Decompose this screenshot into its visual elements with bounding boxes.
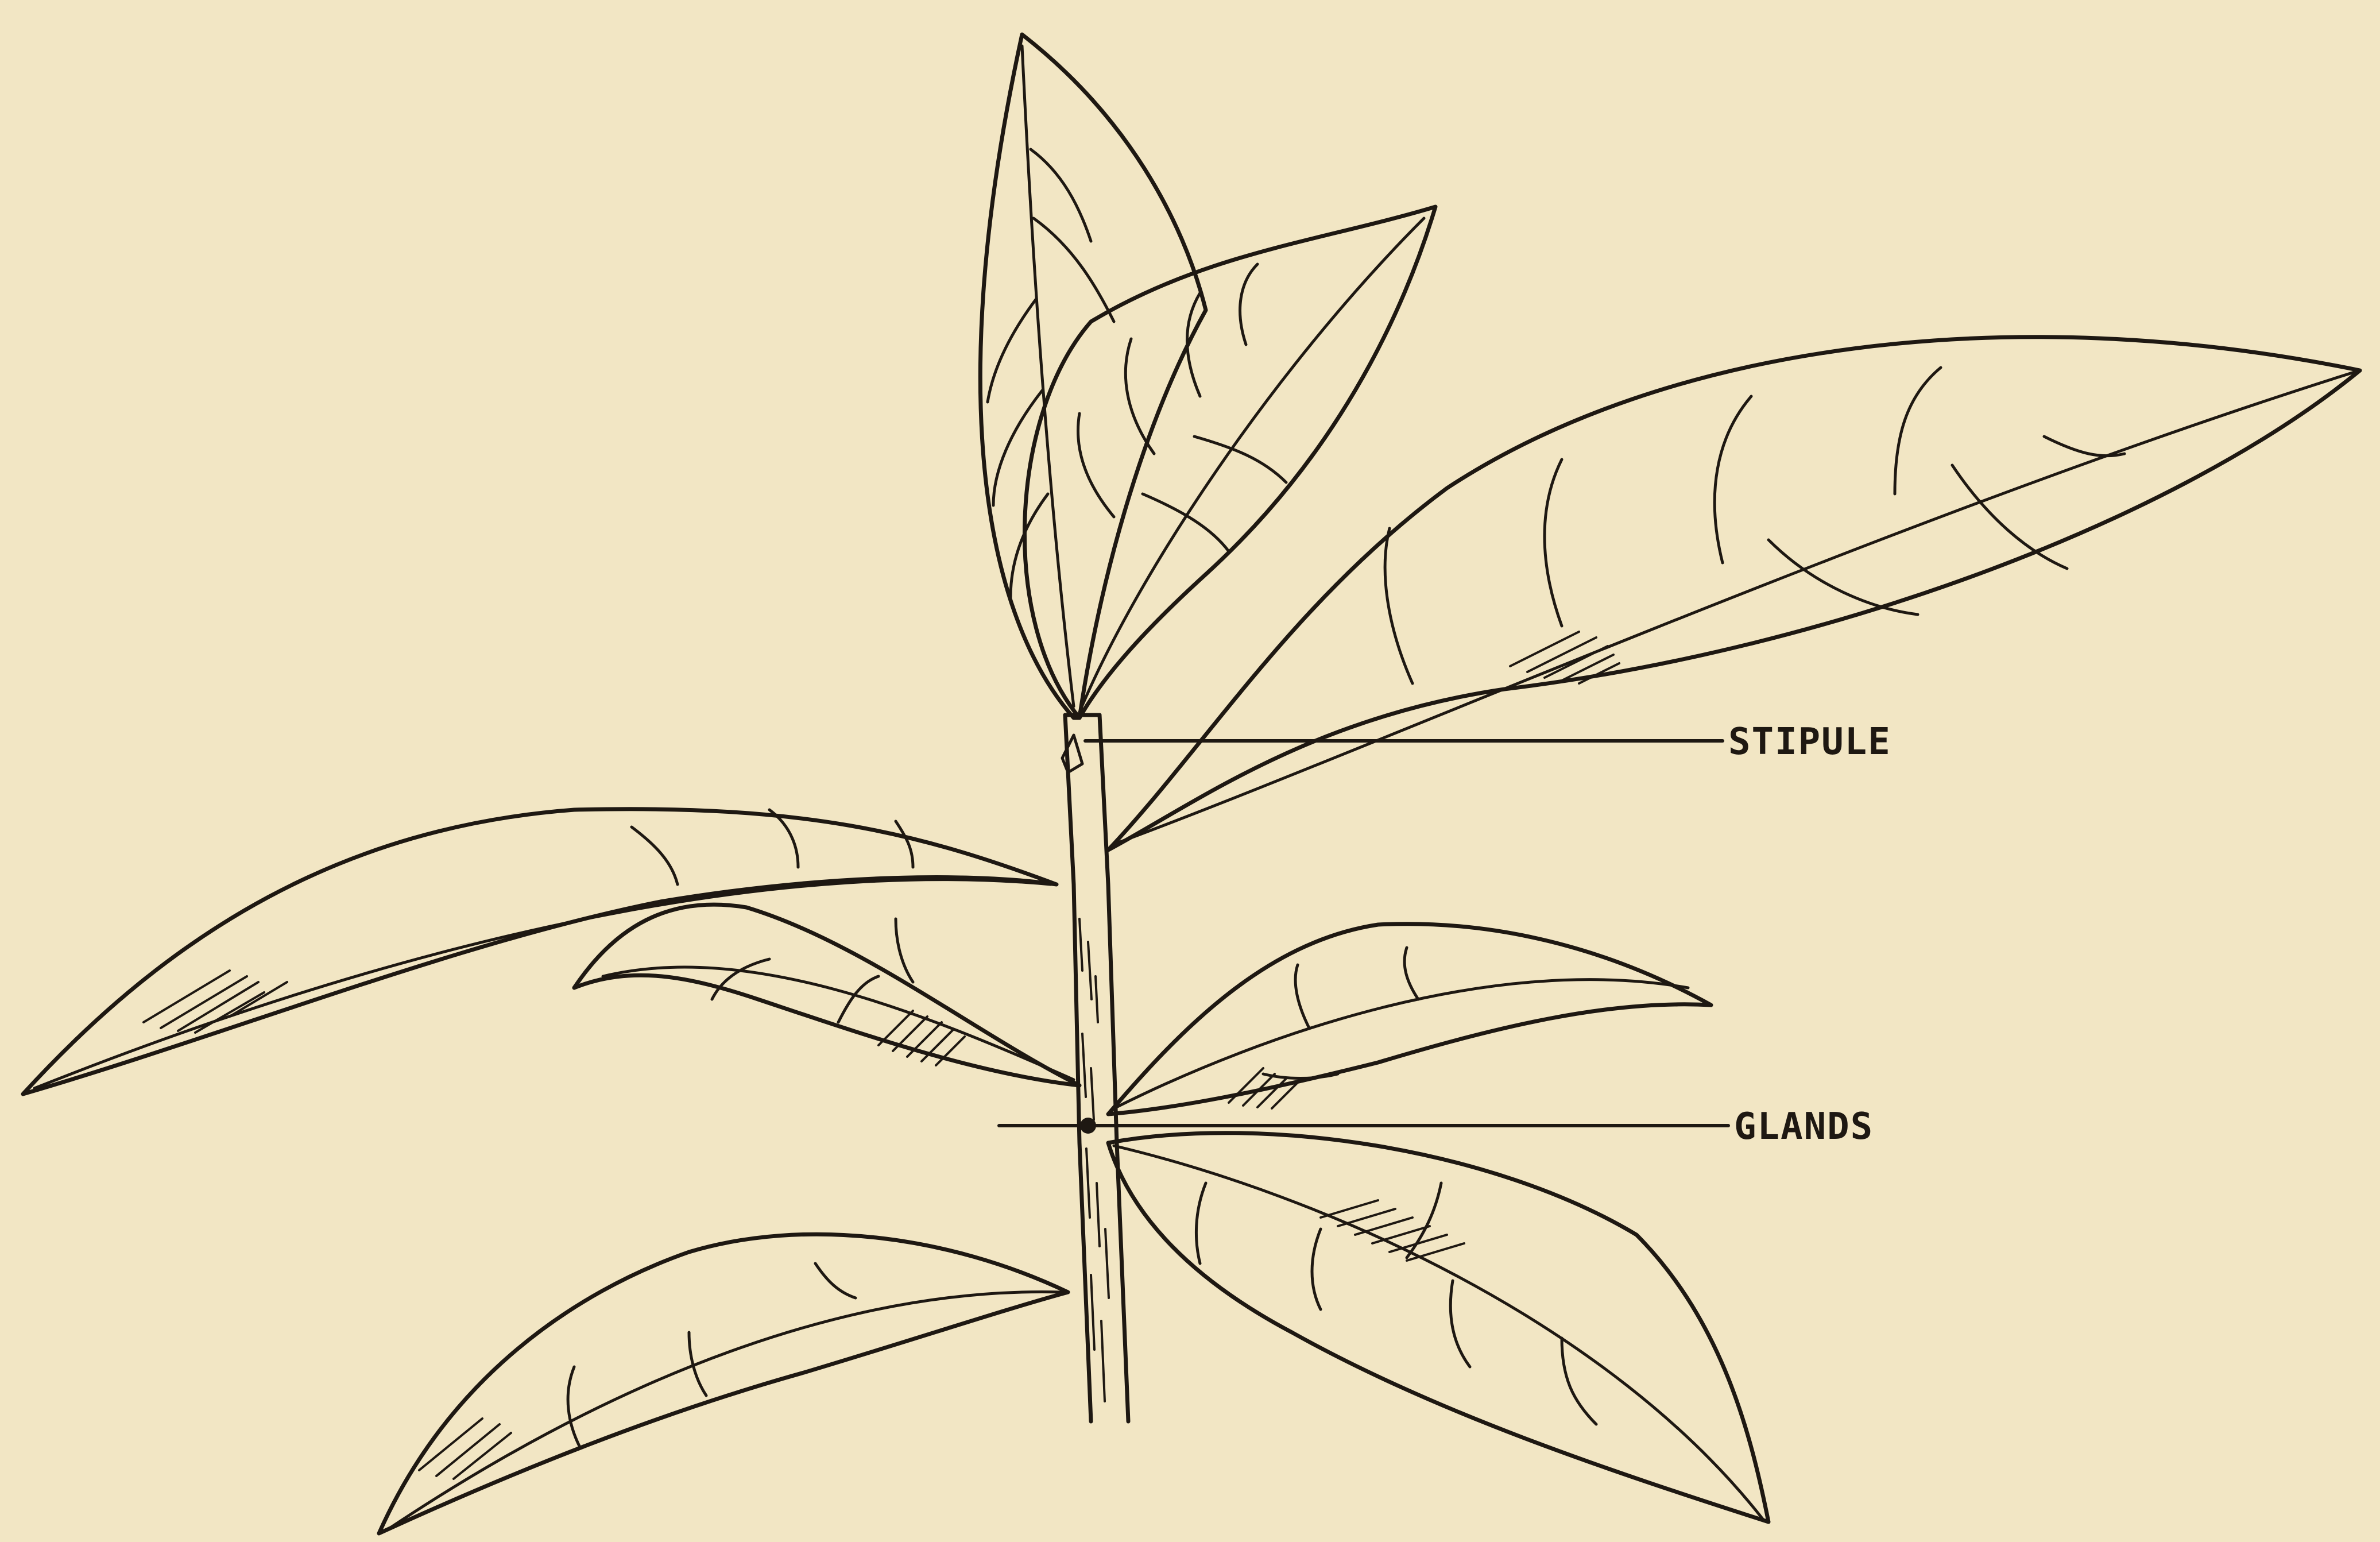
stipule-label: STIPULE bbox=[1728, 721, 1891, 763]
glands-label: GLANDS bbox=[1734, 1106, 1874, 1148]
glands-marker bbox=[1080, 1118, 1096, 1134]
